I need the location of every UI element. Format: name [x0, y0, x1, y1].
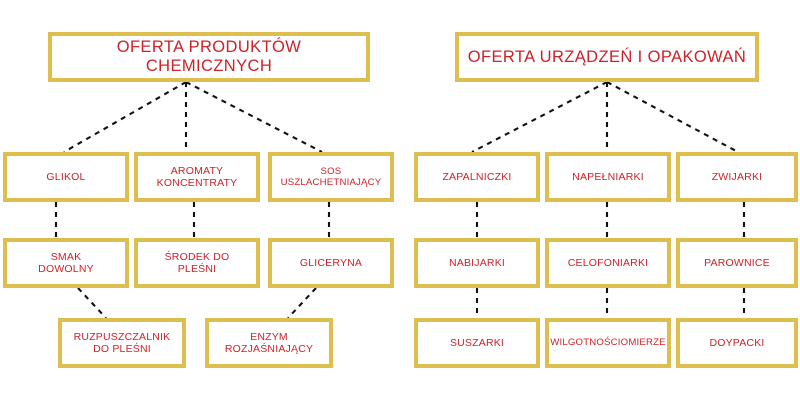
- header-devices-packaging-label: OFERTA URZĄDZEŃ I OPAKOWAŃ: [467, 47, 747, 66]
- node-zwijarki[interactable]: ZWIJARKI: [676, 152, 798, 202]
- node-srodek-do-plesni[interactable]: ŚRODEK DO PLEŚNI: [134, 238, 260, 288]
- node-sos-uszlachetniajacy[interactable]: SOS USZLACHETNIAJĄCY: [268, 152, 394, 202]
- node-nabijarki-label: NABIJARKI: [448, 256, 506, 269]
- node-ruzpuszczalnik-do-plesni[interactable]: RUZPUSZCZALNIK DO PLEŚNI: [58, 318, 186, 368]
- node-napelniarki[interactable]: NAPEŁNIARKI: [545, 152, 671, 202]
- node-wilgotnosciomierze-label: WILGOTNOŚCIOMIERZE: [550, 337, 666, 349]
- node-parownice-label: PAROWNICE: [704, 256, 770, 269]
- header-chemical-products[interactable]: OFERTA PRODUKTÓW CHEMICZNYCH: [48, 32, 370, 82]
- node-glikol-label: GLIKOL: [46, 170, 86, 183]
- node-zwijarki-label: ZWIJARKI: [711, 170, 763, 183]
- node-doypacki-label: DOYPACKI: [709, 336, 765, 349]
- connector-right-header-to-zwijarki: [606, 81, 739, 153]
- node-celofoniarki[interactable]: CELOFONIARKI: [545, 238, 671, 288]
- node-gliceryna-label: GLICERYNA: [299, 256, 363, 269]
- node-suszarki[interactable]: SUSZARKI: [414, 318, 540, 368]
- connector-left-header-to-glikol: [63, 81, 187, 153]
- connector-left-smak-to-ruzpuszczalnik: [77, 287, 107, 319]
- node-ruzpuszczalnik-do-plesni-label: RUZPUSZCZALNIK DO PLEŚNI: [73, 330, 171, 355]
- connector-left-header-to-sos: [185, 81, 323, 153]
- node-smak-dowolny-label: SMAK DOWOLNY: [38, 250, 94, 275]
- node-zapalniczki-label: ZAPALNICZKI: [442, 170, 512, 183]
- node-gliceryna[interactable]: GLICERYNA: [268, 238, 394, 288]
- node-zapalniczki[interactable]: ZAPALNICZKI: [414, 152, 540, 202]
- header-devices-packaging[interactable]: OFERTA URZĄDZEŃ I OPAKOWAŃ: [455, 32, 759, 82]
- node-doypacki[interactable]: DOYPACKI: [676, 318, 798, 368]
- connector-left-gliceryna-to-enzym: [287, 287, 317, 319]
- node-napelniarki-label: NAPEŁNIARKI: [572, 170, 644, 183]
- connector-right-header-to-zapalniczki: [471, 81, 608, 153]
- node-suszarki-label: SUSZARKI: [449, 336, 505, 349]
- node-enzym-rozjasniajacy-label: ENZYM ROZJAŚNIAJĄCY: [224, 330, 314, 355]
- node-wilgotnosciomierze[interactable]: WILGOTNOŚCIOMIERZE: [545, 318, 671, 368]
- node-srodek-do-plesni-label: ŚRODEK DO PLEŚNI: [164, 250, 230, 275]
- node-parownice[interactable]: PAROWNICE: [676, 238, 798, 288]
- node-smak-dowolny[interactable]: SMAK DOWOLNY: [3, 238, 129, 288]
- node-glikol[interactable]: GLIKOL: [3, 152, 129, 202]
- node-celofoniarki-label: CELOFONIARKI: [567, 256, 649, 269]
- node-aromaty-koncentraty[interactable]: AROMATY KONCENTRATY: [134, 152, 260, 202]
- node-sos-uszlachetniajacy-label: SOS USZLACHETNIAJĄCY: [280, 165, 382, 188]
- node-enzym-rozjasniajacy[interactable]: ENZYM ROZJAŚNIAJĄCY: [205, 318, 333, 368]
- header-chemical-products-label: OFERTA PRODUKTÓW CHEMICZNYCH: [116, 38, 302, 75]
- node-nabijarki[interactable]: NABIJARKI: [414, 238, 540, 288]
- node-aromaty-koncentraty-label: AROMATY KONCENTRATY: [156, 164, 238, 189]
